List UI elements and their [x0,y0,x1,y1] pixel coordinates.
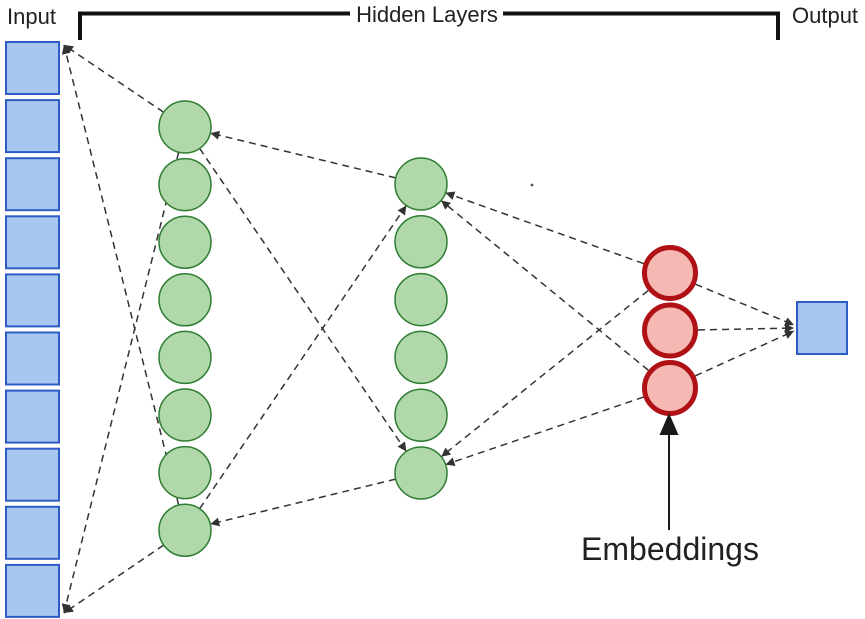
connector-line [61,152,180,614]
hidden1-node [158,157,212,212]
connector-group [61,44,795,614]
hidden1-node [158,100,212,154]
input-node [5,505,60,560]
input-label: Input [7,4,56,29]
hidden2-node [394,272,448,327]
hidden2-node [394,388,448,442]
input-node [5,157,60,212]
input-node [5,99,60,154]
hidden1-node [158,273,212,327]
hidden-layers-bracket [78,11,780,40]
hidden1-node [158,503,212,557]
connector-line [199,148,407,452]
embedding-node [642,360,698,416]
output-node [796,301,848,355]
hidden2-node [394,330,448,385]
connector-line [199,205,407,510]
hidden2-node [394,446,448,500]
connector-line [695,283,795,326]
embeddings-arrow [659,413,679,530]
connector-line [440,289,649,458]
node-group [5,41,848,618]
connector-line [445,396,644,466]
hidden1-node [158,215,212,269]
connector-line [440,199,649,371]
input-node [5,447,60,502]
hidden1-node [158,445,212,500]
input-node [5,41,60,95]
connector-line [210,478,396,527]
hidden2-node [394,215,448,269]
input-node [5,563,60,618]
hidden1-node [158,388,212,442]
input-node [5,331,60,386]
connector-line [210,130,396,179]
hidden2-node [394,157,448,211]
connector-line [445,191,644,265]
input-node [5,389,60,444]
connector-line [694,330,795,377]
embeddings-label: Embeddings [581,531,759,567]
connector-line [61,44,180,506]
embedding-node [642,245,698,301]
hidden-layers-label: Hidden Layers [356,2,498,27]
output-label: Output [792,3,858,28]
connector-line [63,544,165,614]
input-node [5,273,60,328]
connector-line [63,44,165,113]
hidden1-node [158,330,212,385]
stray-mark [530,183,534,187]
input-node [5,215,60,270]
connector-line [697,323,795,333]
embedding-node [642,302,698,359]
